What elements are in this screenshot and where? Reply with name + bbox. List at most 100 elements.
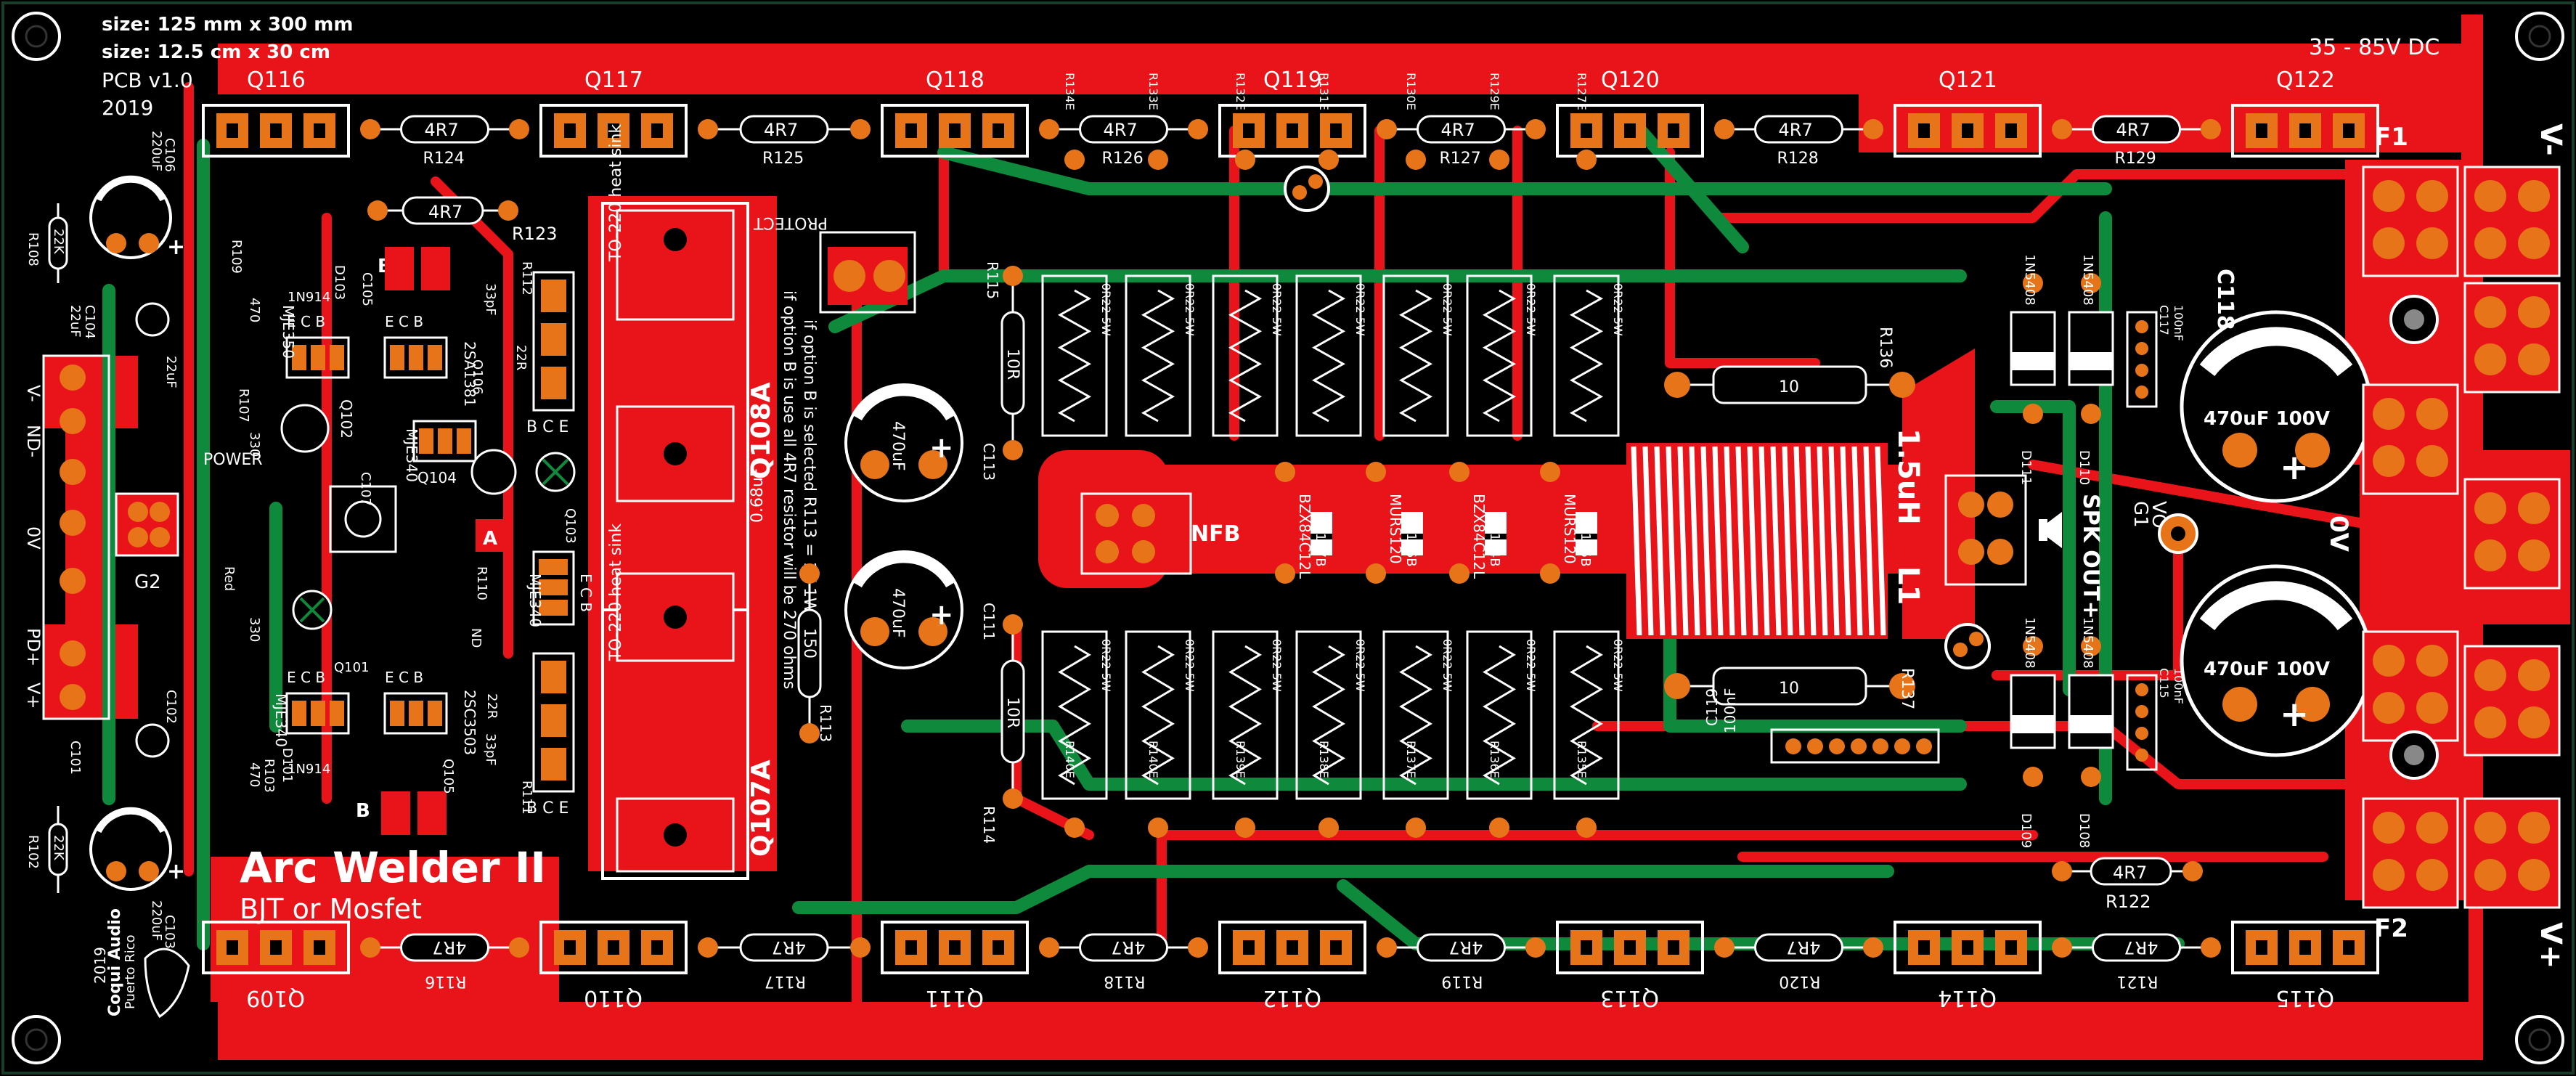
svg-text:R115: R115 [984,261,1001,299]
transistor-label: Q109 [246,985,305,1011]
cap-value: 100nF [2172,668,2185,704]
svg-text:V+: V+ [2534,922,2567,969]
speaker-icon [2047,512,2062,548]
svg-text:R102: R102 [25,835,41,869]
emitter-value: 0R22 5W [1353,639,1367,692]
svg-text:2SA1381: 2SA1381 [461,341,478,407]
svg-text:150: 150 [800,628,818,659]
emitter-value: 0R22 5W [1270,283,1284,336]
terminal-block [2463,282,2561,394]
svg-text:if option B is use all 4R7 res: if option B is use all 4R7 resistor will… [780,290,798,689]
diode-part: 1N5408 [2022,617,2037,669]
svg-text:+: + [2280,447,2309,488]
nfb-jumper: NFB [1080,492,1240,575]
diode-ref: D104B [1487,523,1502,567]
transistor-label: Q122 [2276,68,2335,93]
resistor-value: 4R7 [1786,937,1820,958]
transistor-q121: Q121 [1894,68,2042,158]
emitter-value: 0R22 5W [1099,639,1113,692]
svg-text:10: 10 [1779,378,1799,396]
svg-text:330: 330 [247,432,262,457]
svg-text:0.68uF: 0.68uF [749,468,767,523]
diode-ref: D109 [2018,813,2034,848]
svg-text:10: 10 [1779,680,1799,698]
input-terminal: V- ND- 0V PD+ V+ [23,354,110,720]
speaker-output: SPK OUT+ G1 VO 0V [1944,474,2353,619]
heatsink-q107a: Q107A TO-220 heat sink [601,523,776,880]
transistor-label: Q121 [1939,68,1997,93]
emitter-ref: R131E [1317,73,1331,110]
resistor-ref: R128 [1777,150,1819,168]
emitter-value: 0R22 5W [1353,283,1367,336]
terminal-block [2362,797,2459,909]
resistor-r123: 4R7 R123 [367,196,557,244]
resistor-ref: R116 [425,972,466,990]
svg-text:1.5uH: 1.5uH [1891,428,1925,525]
svg-text:V-: V- [2534,123,2567,156]
svg-text:Red: Red [221,566,237,591]
transistor-q112: Q112 [1218,921,1366,1011]
emitter-ref: R137E [1404,741,1418,778]
resistor-r137: 10 R137 [1664,667,1916,709]
svg-text:330: 330 [247,617,262,642]
emitter-ref: R140E [1146,741,1160,778]
resistor-value: 4R7 [1104,120,1138,140]
emitter-value: 0R22 5W [1183,283,1197,336]
diode-part: 1N5408 [2022,254,2037,306]
transistor-label: Q116 [247,68,306,93]
svg-text:E C B: E C B [287,313,325,330]
svg-text:1N914: 1N914 [288,762,330,777]
diode-part: MURS120 [1387,494,1404,564]
emitter-value: 0R22 5W [1099,283,1113,336]
vas-section: MJE350 E C B 2SA1381 E C B B MJE340 E C … [203,240,595,835]
emitter-resistor: 0R22 5W R131E [1295,73,1367,437]
svg-text:NFB: NFB [1191,521,1240,547]
size-mm: size: 125 mm x 300 mm [102,14,354,36]
svg-text:1N914: 1N914 [288,290,330,305]
svg-text:ND-: ND- [23,425,44,457]
svg-text:R108: R108 [25,232,41,266]
transistor-label: Q115 [2275,985,2334,1011]
svg-text:F2: F2 [2374,914,2408,943]
transistor-q120: Q120 [1556,68,1704,158]
diode-part: BZX84C12L [1470,494,1488,579]
resistor-ref: R117 [765,972,806,990]
transistor-q113: Q113 [1556,921,1704,1011]
svg-text:MJE340: MJE340 [526,574,544,627]
resistor-r122: 4R7 R122 [2052,857,2203,912]
terminal-block [2463,645,2561,757]
diode-ref: D106B [1403,523,1419,567]
svg-text:33pF: 33pF [483,733,498,766]
svg-text:100nF: 100nF [1721,688,1739,733]
svg-text:C111: C111 [980,603,998,640]
diode-ref: D110 [2076,450,2092,485]
svg-text:+: + [167,859,185,884]
resistor-value: 4R7 [2124,937,2158,958]
emitter-ref: R127E [1575,73,1589,110]
emitter-ref: R133E [1146,73,1160,110]
right-labels: V- V+ F1 F2 [2374,123,2567,969]
svg-text:MJE350: MJE350 [280,305,297,359]
svg-text:B: B [356,800,370,822]
svg-text:L1: L1 [1891,566,1925,605]
transistor-label: Q110 [584,985,643,1011]
transistor-q109: Q109 [202,921,350,1011]
output-diodes: 1N5408D1111N5408D1101N5408D1091N5408D108… [2010,254,2185,848]
pcb-version: PCB v1.0 [102,68,193,92]
top-resistor-row: 4R7R1244R7R1254R7R1264R7R1274R7R1284R7R1… [360,115,2221,168]
svg-text:Puerto Rico: Puerto Rico [123,934,138,1009]
svg-text:+: + [929,431,954,465]
svg-text:R114: R114 [980,806,998,844]
transistor-q111: Q111 [881,921,1029,1011]
svg-text:470: 470 [247,762,262,787]
